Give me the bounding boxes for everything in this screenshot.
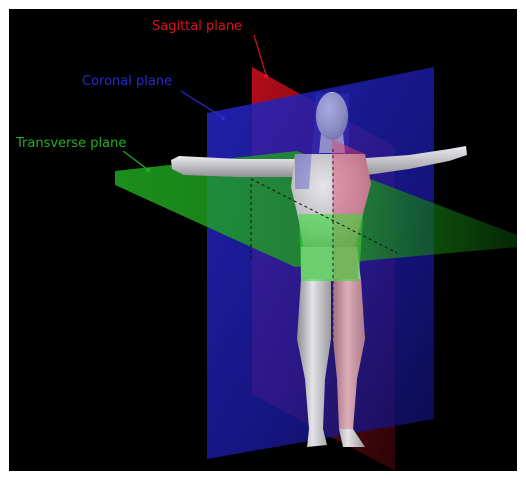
transverse-tint [299, 214, 363, 281]
transverse-leader-line [123, 151, 147, 169]
sagittal-plane-label: Sagittal plane [152, 20, 242, 33]
sagittal-leader-line [254, 35, 266, 75]
transverse-plane-label: Transverse plane [16, 137, 126, 150]
coronal-leader-line [181, 91, 222, 117]
coronal-plane-label: Coronal plane [82, 75, 172, 88]
anatomy-figure: Sagittal plane Coronal plane Transverse … [9, 9, 517, 471]
